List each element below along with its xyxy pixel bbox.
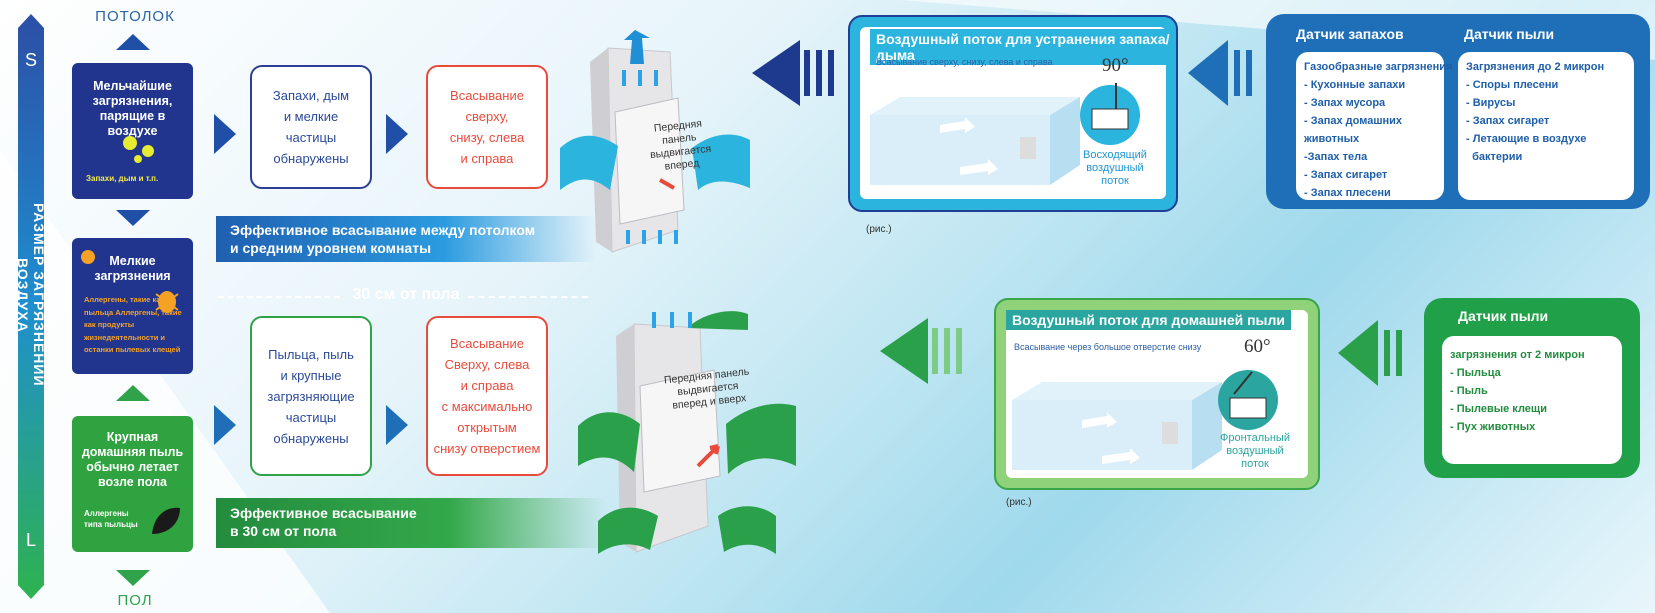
leaf-icon xyxy=(152,507,180,534)
dust-small-item: - Вирусы xyxy=(1466,97,1516,109)
dust-large-heading: загрязнения от 2 микрон xyxy=(1450,349,1585,361)
odor-sensor-card: Газообразные загрязнения - Кухонные запа… xyxy=(1296,52,1453,200)
odor-item: - Запах домашних xyxy=(1304,115,1403,127)
top-suction-text: Всасывание сверху, снизу, слева и справа xyxy=(449,88,525,166)
arrow-up-icon xyxy=(116,34,150,50)
top-detected-text: Запахи, дым и мелкие частицы обнаружены xyxy=(272,88,350,166)
dust-sensor-large-panel: Датчик пыли загрязнения от 2 микрон - Пы… xyxy=(1424,298,1640,478)
arrow-left-icon xyxy=(752,40,834,106)
dust-panel-title: Воздушный поток для домашней пыли xyxy=(1006,310,1292,330)
bottom-suction-text: Всасывание Сверху, слева и справа с макс… xyxy=(433,336,541,456)
dust-large-item: - Пыльца xyxy=(1450,367,1501,379)
dust-mite-icon xyxy=(155,291,179,313)
scale-small-label: S xyxy=(24,50,37,70)
odor-sensor-heading: Газообразные загрязнения xyxy=(1304,61,1453,73)
scale-title: РАЗМЕР ЗАГРЯЗНЕНИЙ ВОЗДУХА xyxy=(15,203,47,387)
dust-figure-ref: (рис.) xyxy=(1006,497,1032,508)
dust-small-item: - Летающие в воздухе xyxy=(1466,133,1587,145)
odor-angle: 90° xyxy=(1102,55,1129,76)
flow-arrow-icon xyxy=(214,114,236,154)
dust-small-item: бактерии xyxy=(1466,151,1523,163)
dust-airflow-panel: Воздушный поток для домашней пыли Всасыв… xyxy=(994,298,1320,490)
odor-airflow-panel: Воздушный поток для устранения запаха/ды… xyxy=(848,15,1178,212)
odor-panel-caption: Восходящий воздушный поток xyxy=(1083,149,1147,187)
odor-dust-sensor-panel: Датчик запахов Датчик пыли Газообразные … xyxy=(1266,14,1650,209)
ceiling-label: ПОТОЛОК xyxy=(95,8,175,25)
odor-room-illustration xyxy=(870,83,1140,185)
dust-angle: 60° xyxy=(1244,336,1271,357)
arrow-left-green-icon xyxy=(1338,320,1402,386)
flow-arrow-icon xyxy=(386,114,408,154)
bottom-detected-text: Пыльца, пыль и крупные загрязняющие част… xyxy=(267,346,355,446)
dust-sensor-small-title: Датчик пыли xyxy=(1464,26,1555,42)
scale-large-label: L xyxy=(25,530,36,550)
pollutant-large-box: Крупная домашняя пыль обычно летает возл… xyxy=(72,416,193,552)
air-purifier-top xyxy=(560,30,750,253)
pollutant-small-title: Мелкие загрязнения xyxy=(94,254,171,283)
pollutant-small-box: Мелкие загрязнения Аллергены, такие как … xyxy=(72,238,193,374)
arrow-down-green-icon xyxy=(116,570,150,586)
odor-panel-subtitle: Всасывание сверху, снизу, слева и справа xyxy=(876,57,1053,67)
pollutant-small-note: Аллергены, такие как пыльца Аллергены, т… xyxy=(84,295,182,354)
top-banner: Эффективное всасывание между потолком и … xyxy=(216,216,596,262)
odor-figure-ref: (рис.) xyxy=(866,224,892,235)
odor-item: - Запах плесени xyxy=(1304,187,1391,199)
odor-item: животных xyxy=(1304,133,1360,145)
odor-sensor-title: Датчик запахов xyxy=(1296,26,1404,42)
pollutant-tiny-title: Мельчайшие загрязнения, парящие в воздух… xyxy=(92,79,173,138)
dust-panel-caption: Фронтальный воздушный поток xyxy=(1220,432,1290,470)
top-suction-box: Всасывание сверху, снизу, слева и справа xyxy=(426,65,548,189)
odor-panel-title: Воздушный поток для устранения запаха/ды… xyxy=(870,29,1176,65)
pollen-icon xyxy=(81,250,95,264)
divider-label: 30 см от пола xyxy=(352,286,460,303)
dust-large-item: - Пылевые клещи xyxy=(1450,403,1547,415)
bottom-suction-box: Всасывание Сверху, слева и справа с макс… xyxy=(426,316,548,476)
bottom-banner: Эффективное всасывание в 30 см от пола xyxy=(216,498,606,548)
arrow-up-green-icon xyxy=(116,385,150,401)
size-scale-bar xyxy=(18,14,44,599)
air-purifier-bottom xyxy=(578,311,796,554)
top-detected-box: Запахи, дым и мелкие частицы обнаружены xyxy=(250,65,372,189)
top-panel-text: Передняя панель выдвигается вперед xyxy=(649,117,712,173)
pollutant-large-title: Крупная домашняя пыль обычно летает возл… xyxy=(81,430,184,489)
pollutant-tiny-note: Запахи, дым и т.п. xyxy=(86,174,159,183)
dust-small-item: - Запах сигарет xyxy=(1466,115,1550,127)
dust-small-heading: Загрязнения до 2 микрон xyxy=(1466,61,1605,73)
floor-label: ПОЛ xyxy=(117,592,153,609)
bottom-detected-box: Пыльца, пыль и крупные загрязняющие част… xyxy=(250,316,372,476)
flow-arrow-icon xyxy=(386,405,408,445)
dust-sensor-large-title: Датчик пыли xyxy=(1458,308,1549,324)
dust-sensor-small-card: Загрязнения до 2 микрон - Споры плесени … xyxy=(1458,52,1634,200)
smoke-cloud-icon xyxy=(123,136,154,163)
arrow-left-icon xyxy=(1188,40,1252,106)
odor-item: - Запах сигарет xyxy=(1304,169,1388,181)
dust-sensor-large-card: загрязнения от 2 микрон - Пыльца - Пыль … xyxy=(1442,336,1622,464)
pollutant-large-note: Аллергены типа пыльцы xyxy=(84,509,138,529)
arrow-down-icon xyxy=(116,210,150,226)
floor-divider: 30 см от пола xyxy=(218,286,588,308)
arrow-left-green-icon xyxy=(880,318,962,384)
odor-item: -Запах тела xyxy=(1304,151,1368,163)
dust-panel-subtitle: Всасывание через большое отверстие снизу xyxy=(1014,342,1202,352)
odor-item: - Запах мусора xyxy=(1304,97,1386,109)
pollutant-tiny-box: Мельчайшие загрязнения, парящие в воздух… xyxy=(72,63,193,199)
dust-large-item: - Пыль xyxy=(1450,385,1488,397)
dust-small-item: - Споры плесени xyxy=(1466,79,1559,91)
dust-room-illustration xyxy=(1012,370,1278,470)
odor-item: - Кухонные запахи xyxy=(1304,79,1406,91)
flow-arrow-icon xyxy=(214,405,236,445)
dust-large-item: - Пух животных xyxy=(1450,421,1536,433)
